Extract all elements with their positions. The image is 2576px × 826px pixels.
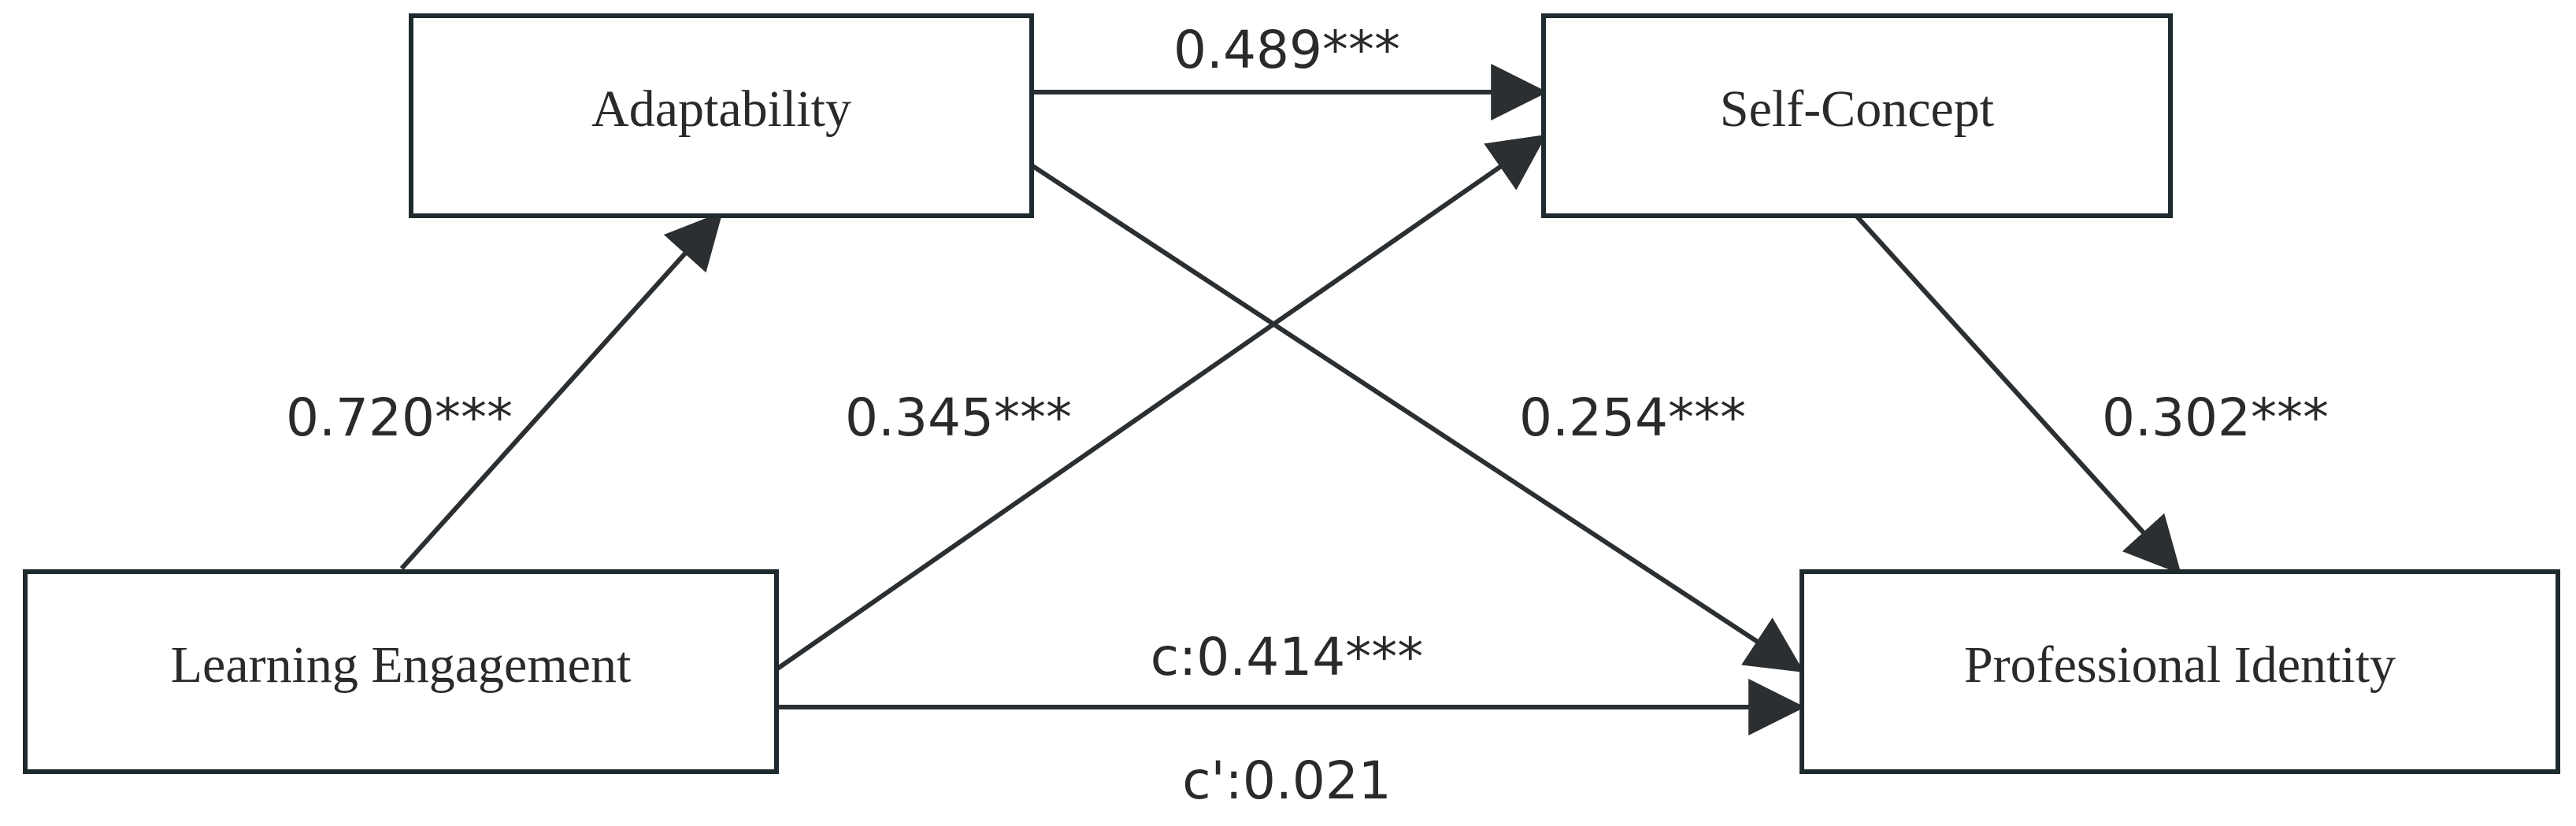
edge-label-direct-effect: c':0.021 bbox=[1182, 750, 1392, 811]
node-box bbox=[1799, 569, 2560, 774]
edge-label-adaptability-to-self-concept: 0.489*** bbox=[1173, 20, 1400, 80]
edge-self-concept-to-professional-identity bbox=[1855, 214, 2181, 575]
edge-adaptability-to-professional-identity bbox=[1030, 163, 1805, 672]
node-adaptability: Adaptability bbox=[409, 13, 1034, 218]
edge-le-to-self-concept bbox=[775, 134, 1547, 672]
node-box bbox=[23, 569, 779, 774]
node-label: Professional Identity bbox=[1964, 636, 2396, 694]
edge-le-to-adaptability bbox=[399, 211, 723, 571]
node-learning-engagement: Learning Engagement bbox=[23, 569, 779, 774]
edges bbox=[399, 64, 2181, 735]
node-label: Learning Engagement bbox=[171, 636, 632, 694]
edge-label-total-effect: c:0.414*** bbox=[1151, 627, 1423, 687]
node-box bbox=[409, 13, 1034, 218]
edge-label-le-to-adaptability: 0.720*** bbox=[286, 387, 513, 448]
node-label: Adaptability bbox=[591, 80, 851, 138]
edge-label-le-to-self-concept: 0.345*** bbox=[845, 387, 1072, 448]
node-professional-identity: Professional Identity bbox=[1799, 569, 2560, 774]
node-label: Self-Concept bbox=[1720, 80, 1994, 138]
node-self-concept: Self-Concept bbox=[1541, 13, 2173, 218]
edge-labels: 0.720*** 0.489*** 0.345*** 0.254*** 0.30… bbox=[286, 20, 2329, 811]
edge-label-self-concept-to-professional-identity: 0.302*** bbox=[2102, 387, 2329, 448]
edge-label-adaptability-to-professional-identity: 0.254*** bbox=[1519, 387, 1746, 448]
node-box bbox=[1541, 13, 2173, 218]
